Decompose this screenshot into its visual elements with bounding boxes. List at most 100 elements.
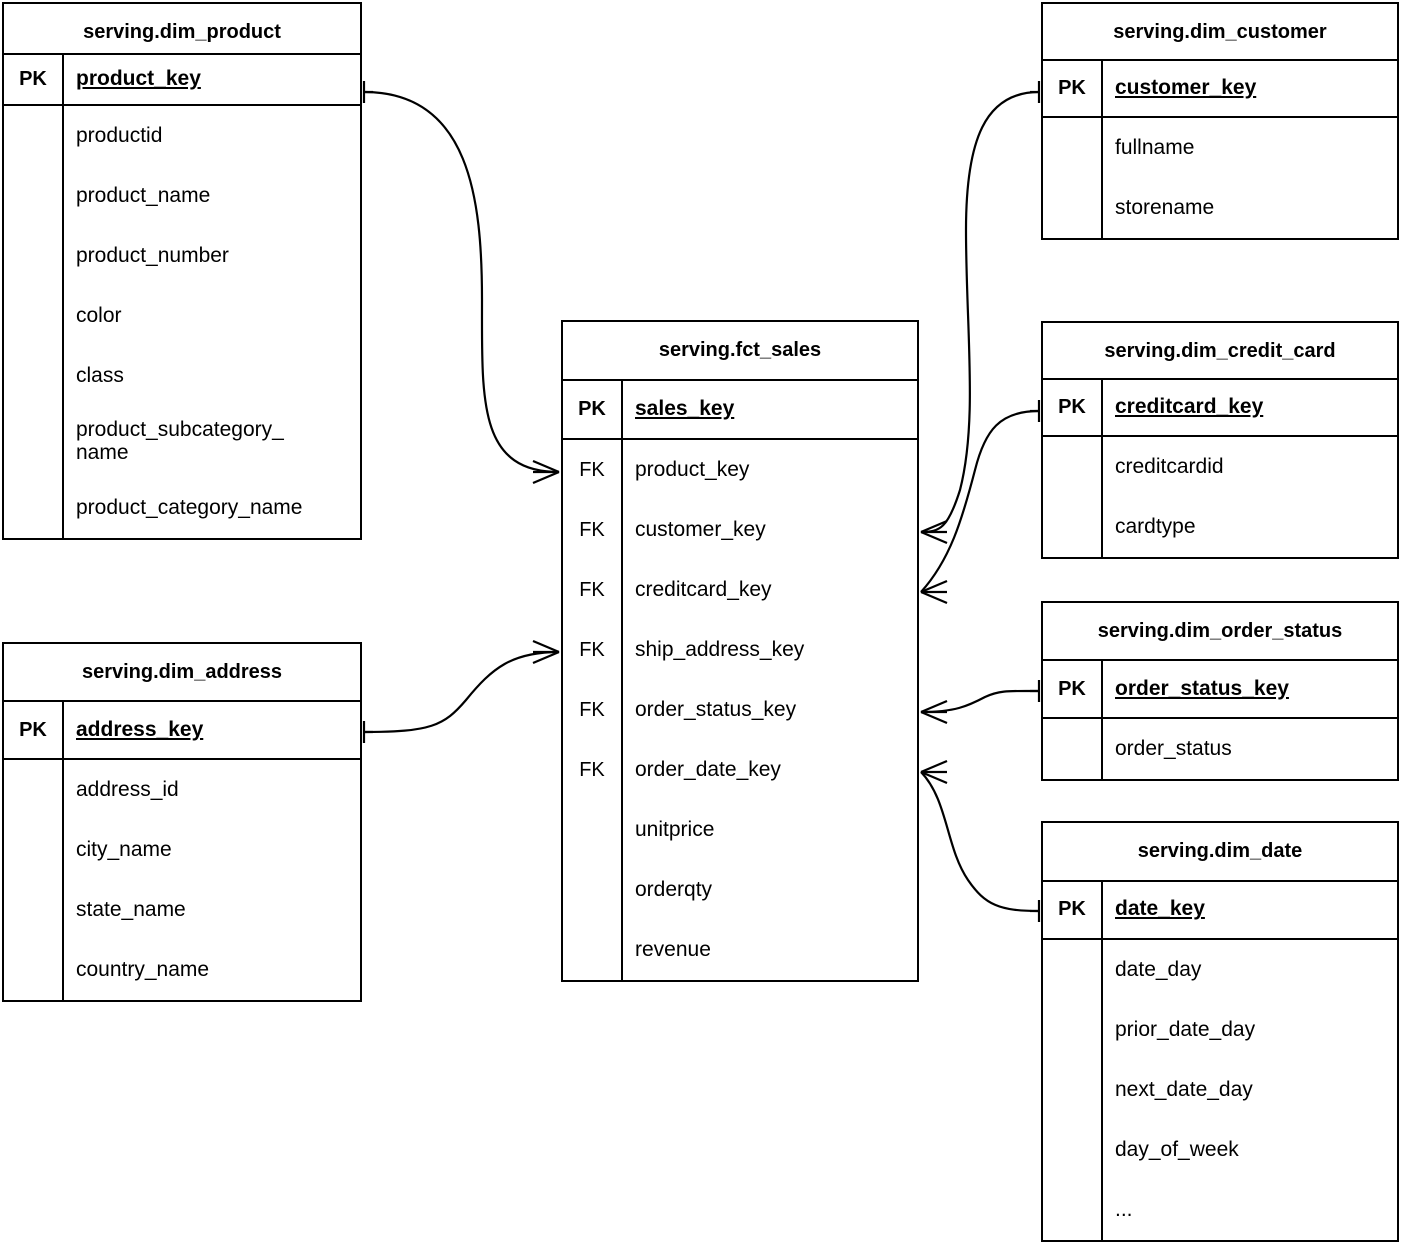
key-marker-pk: PK (4, 55, 64, 104)
cardinality-marker-one (362, 81, 373, 103)
cardinality-marker-many (920, 759, 948, 785)
entity-column-row[interactable]: ... (1043, 1180, 1397, 1240)
relationship-line-rel-address (363, 650, 560, 734)
cardinality-marker-many (920, 519, 948, 545)
entity-pk-row[interactable]: PK address_key (4, 702, 360, 760)
key-marker-none (563, 920, 623, 980)
entity-column-row[interactable]: unitprice (563, 800, 917, 860)
entity-column-row[interactable]: product_number (4, 226, 360, 286)
key-marker-none (4, 106, 64, 166)
entity-title: serving.dim_address (4, 644, 360, 702)
key-marker-none (1043, 1120, 1103, 1180)
column-name-primary-key: order_status_key (1115, 676, 1289, 700)
entity-column-row[interactable]: creditcardid (1043, 437, 1397, 497)
entity-column-row[interactable]: city_name (4, 820, 360, 880)
column-name: country_name (76, 957, 210, 981)
entity-column-row[interactable]: day_of_week (1043, 1120, 1397, 1180)
entity-column-row[interactable]: next_date_day (1043, 1060, 1397, 1120)
key-marker-none (1043, 437, 1103, 497)
key-marker-none (1043, 1180, 1103, 1240)
column-name: day_of_week (1115, 1137, 1239, 1161)
cardinality-marker-many (920, 579, 948, 605)
column-name: customer_key (635, 517, 766, 541)
entity-column-row[interactable]: country_name (4, 940, 360, 1000)
entity-column-row[interactable]: fullname (1043, 118, 1397, 178)
entity-column-row[interactable]: class (4, 346, 360, 406)
key-marker-pk: PK (563, 381, 623, 438)
column-name-primary-key: creditcard_key (1115, 395, 1264, 419)
entity-column-row[interactable]: FK order_status_key (563, 680, 917, 740)
column-name-primary-key: product_key (76, 67, 201, 91)
column-name: cardtype (1115, 514, 1196, 538)
relationship-line-rel-order-date (920, 771, 1040, 913)
entity-column-row[interactable]: FK customer_key (563, 500, 917, 560)
column-name: product_subcategory_ name (76, 418, 284, 464)
entity-column-row[interactable]: color (4, 286, 360, 346)
entity-column-row[interactable]: product_subcategory_ name (4, 406, 360, 478)
entity-column-row[interactable]: cardtype (1043, 497, 1397, 557)
entity-column-row[interactable]: state_name (4, 880, 360, 940)
entity-column-row[interactable]: order_status (1043, 719, 1397, 779)
entity-column-row[interactable]: prior_date_day (1043, 1000, 1397, 1060)
key-marker-fk: FK (563, 620, 623, 680)
column-name-primary-key: date_key (1115, 897, 1205, 921)
key-marker-pk: PK (4, 702, 64, 758)
entity-column-row[interactable]: product_name (4, 166, 360, 226)
column-name: fullname (1115, 135, 1195, 159)
entity-column-row[interactable]: date_day (1043, 940, 1397, 1000)
relationship-line-rel-creditcard (920, 409, 1040, 593)
column-name: product_number (76, 243, 229, 267)
entity-column-row[interactable]: address_id (4, 760, 360, 820)
entity-pk-row[interactable]: PK creditcard_key (1043, 380, 1397, 437)
column-name: date_day (1115, 957, 1202, 981)
key-marker-fk: FK (563, 680, 623, 740)
column-name-primary-key: address_key (76, 717, 204, 741)
column-name: order_status_key (635, 697, 797, 721)
entity-column-list: fullname storename (1043, 118, 1397, 238)
column-name: product_name (76, 183, 211, 207)
entity-column-row[interactable]: revenue (563, 920, 917, 980)
column-name: productid (76, 123, 163, 147)
column-name: class (76, 363, 124, 387)
entity-column-row[interactable]: productid (4, 106, 360, 166)
entity-pk-row[interactable]: PK sales_key (563, 381, 917, 440)
key-marker-none (1043, 178, 1103, 238)
column-name: city_name (76, 837, 172, 861)
entity-title: serving.dim_order_status (1043, 603, 1397, 661)
entity-column-row[interactable]: storename (1043, 178, 1397, 238)
column-name: product_category_name (76, 495, 303, 519)
column-name: creditcard_key (635, 577, 772, 601)
key-marker-none (1043, 118, 1103, 178)
key-marker-fk: FK (563, 500, 623, 560)
key-marker-none (4, 286, 64, 346)
column-name-primary-key: sales_key (635, 397, 735, 421)
entity-title: serving.dim_product (4, 4, 360, 55)
entity-pk-row[interactable]: PK product_key (4, 55, 360, 106)
cardinality-marker-one (1030, 680, 1041, 702)
entity-column-row[interactable]: orderqty (563, 860, 917, 920)
key-marker-pk: PK (1043, 380, 1103, 435)
key-marker-none (1043, 497, 1103, 557)
entity-column-row[interactable]: product_category_name (4, 478, 360, 538)
key-marker-pk: PK (1043, 61, 1103, 116)
cardinality-marker-many (532, 639, 560, 665)
key-marker-fk: FK (563, 740, 623, 800)
cardinality-marker-one (1030, 900, 1041, 922)
